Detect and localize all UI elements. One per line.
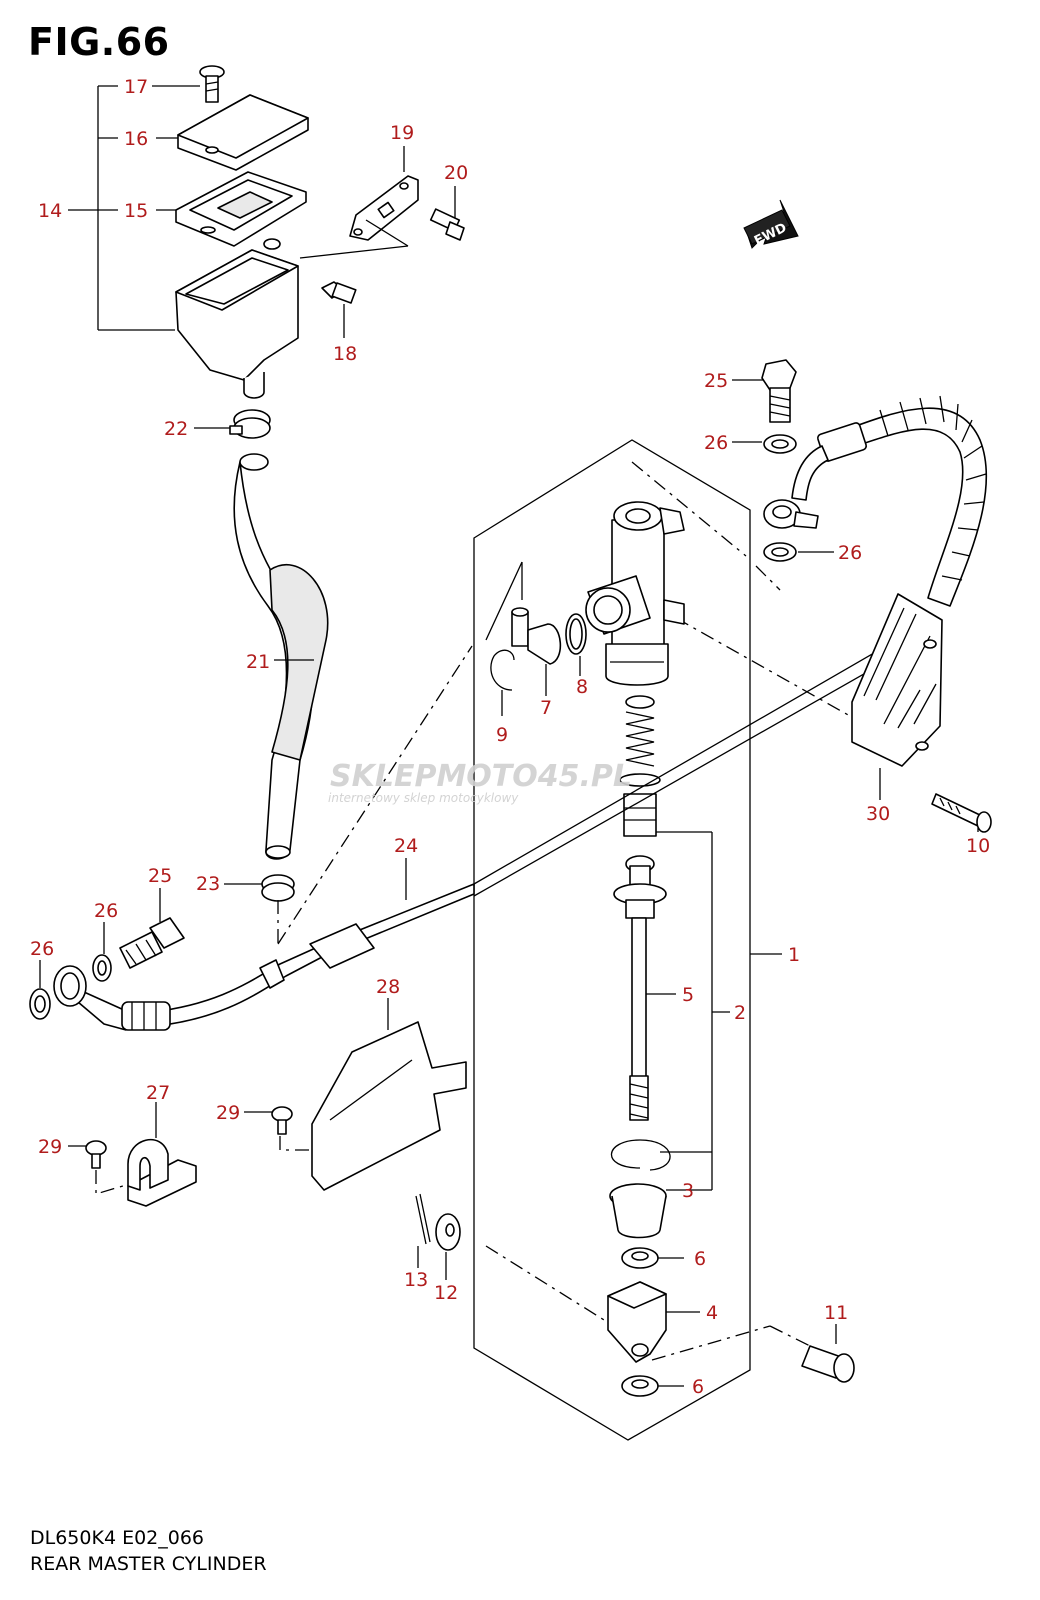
piston-set [613, 793, 667, 919]
callout-12: 12 [434, 1282, 458, 1304]
callout-6-upper: 6 [694, 1248, 706, 1270]
callout-19: 19 [390, 122, 414, 144]
callout-15: 15 [124, 200, 148, 222]
reservoir-cap-16 [177, 94, 309, 171]
callout-26-left-a: 26 [30, 938, 54, 960]
bolt-18 [321, 281, 357, 338]
inlet-joint-7 [511, 607, 562, 696]
bolt-20 [429, 186, 465, 241]
reservoir-body [175, 238, 299, 399]
washer-26-right-a [732, 434, 797, 454]
callout-25-left: 25 [148, 865, 172, 887]
callout-16: 16 [124, 128, 148, 150]
callout-20: 20 [444, 162, 468, 184]
master-cylinder-body [585, 501, 685, 686]
screw-10 [931, 793, 992, 833]
hose-right [791, 395, 988, 607]
callout-9: 9 [496, 724, 508, 746]
callout-17: 17 [124, 76, 148, 98]
callout-21: 21 [246, 651, 270, 673]
washer-26-left-a [29, 960, 51, 1020]
callout-30: 30 [866, 803, 890, 825]
callout-27: 27 [146, 1082, 170, 1104]
callout-18: 18 [333, 343, 357, 365]
circlip-9 [490, 649, 515, 716]
callout-26-right-b: 26 [838, 542, 862, 564]
callout-11: 11 [824, 1302, 848, 1324]
callout-1: 1 [788, 944, 800, 966]
callout-22: 22 [164, 418, 188, 440]
guard-plate-30 [851, 593, 943, 800]
callout-14: 14 [38, 200, 62, 222]
figure-title: FIG.66 [28, 20, 170, 64]
bracket-14 [68, 85, 175, 331]
push-rod-5 [629, 917, 649, 1121]
washer-26-right-b [763, 542, 834, 562]
banjo-bolt-25-right [732, 359, 797, 423]
cotter-pin-13 [415, 1193, 431, 1268]
assembly-frame-1 [473, 439, 751, 1441]
callout-25-right: 25 [704, 370, 728, 392]
nut-6-upper [621, 1247, 684, 1269]
diaphragm-15 [175, 171, 307, 247]
cover-28 [311, 998, 467, 1191]
washer-12 [435, 1213, 461, 1280]
callout-5: 5 [682, 984, 694, 1006]
model-code: DL650K4 E02_066 [30, 1527, 205, 1549]
bracket-lines [646, 831, 782, 1191]
diagram-name: REAR MASTER CYLINDER [30, 1553, 267, 1575]
boot-3 [609, 1183, 667, 1239]
washer-26-left-b [92, 922, 112, 982]
callout-26-left-b: 26 [94, 900, 118, 922]
screw-29-mid [244, 1106, 312, 1151]
callout-6-lower: 6 [692, 1376, 704, 1398]
screw-17 [199, 65, 225, 103]
hose-21 [233, 453, 329, 860]
callout-24: 24 [394, 835, 418, 857]
callout-26-right-a: 26 [704, 432, 728, 454]
brake-hose-24 [151, 637, 907, 1027]
watermark-brand: SKLEPMOTO45.PL [330, 759, 632, 794]
clamp-22 [194, 409, 271, 439]
hose-end-right [763, 499, 819, 529]
nut-6-lower [621, 1375, 684, 1397]
clamp-23 [224, 874, 295, 902]
screw-29-left [68, 1140, 137, 1195]
callout-29-left: 29 [38, 1136, 62, 1158]
callout-7: 7 [540, 697, 552, 719]
callout-8: 8 [576, 676, 588, 698]
o-ring-8 [565, 613, 587, 676]
callout-4: 4 [706, 1302, 718, 1324]
hose-holder-27 [127, 1102, 197, 1207]
hose-end-left [53, 965, 171, 1031]
callout-23: 23 [196, 873, 220, 895]
bracket-19 [349, 146, 419, 241]
circlip-rod [610, 1139, 671, 1171]
callout-28: 28 [376, 976, 400, 998]
fwd-arrow: FWD [743, 199, 799, 249]
watermark: SKLEPMOTO45.PL internetowy sklep motocyk… [328, 759, 632, 805]
callout-2: 2 [734, 1002, 746, 1024]
callout-29-mid: 29 [216, 1102, 240, 1124]
clevis-4 [607, 1281, 700, 1363]
banjo-bolt-25-left [119, 888, 185, 969]
clevis-pin-11 [801, 1324, 855, 1383]
callout-3: 3 [682, 1180, 694, 1202]
callout-13: 13 [404, 1269, 428, 1291]
watermark-tagline: internetowy sklep motocyklowy [328, 791, 519, 805]
callout-10: 10 [966, 835, 990, 857]
callout-labels: 17 16 14 15 19 20 18 22 21 23 24 25 26 2… [30, 76, 990, 1398]
